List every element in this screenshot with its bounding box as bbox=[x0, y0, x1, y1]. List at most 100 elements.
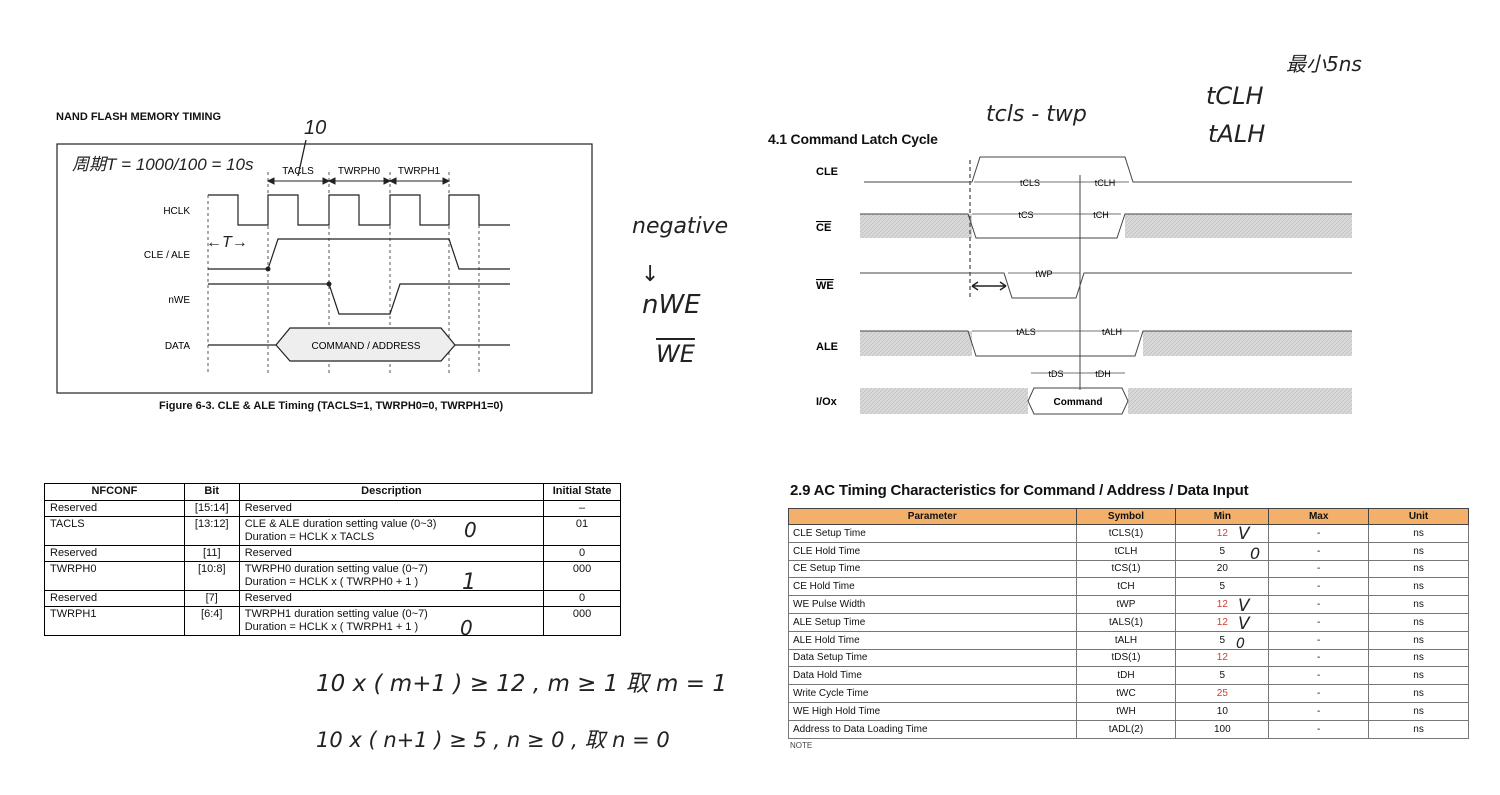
ac-cell-parameter: WE Pulse Width bbox=[788, 595, 1077, 614]
signal-label-we: WE bbox=[816, 280, 834, 292]
ac-header-symbol: Symbol bbox=[1075, 508, 1177, 525]
ac-cell-min: 12 bbox=[1175, 595, 1270, 614]
cle-ale-waveform bbox=[208, 238, 510, 270]
ac-cell-unit: ns bbox=[1368, 559, 1469, 579]
hand-circle-talh: 0 bbox=[1236, 636, 1245, 652]
command-latch-title: 4.1 Command Latch Cycle bbox=[768, 131, 938, 147]
segment-twrph1: TWRPH1 bbox=[398, 166, 441, 177]
ac-cell-max: - bbox=[1268, 524, 1370, 543]
desc-line: CLE & ALE duration setting value (0~3) bbox=[244, 518, 437, 530]
label-tals: tALS bbox=[1016, 327, 1036, 337]
ac-cell-symbol: tCLH bbox=[1075, 541, 1177, 561]
ac-cell-unit: ns bbox=[1368, 612, 1469, 632]
label-talh: tALH bbox=[1102, 327, 1122, 337]
hand-equation-m: 10 x ( m+1 ) ≥ 12 , m ≥ 1 取 m = 1 bbox=[316, 671, 727, 697]
nfconf-header-row: NFCONF Bit Description Initial State bbox=[44, 483, 621, 501]
ac-cell-parameter: CE Hold Time bbox=[788, 577, 1077, 597]
nfconf-header-description: Description bbox=[238, 483, 545, 501]
ac-cell-symbol: tWP bbox=[1075, 595, 1177, 614]
ac-cell-unit: ns bbox=[1368, 648, 1469, 668]
ac-cell-symbol: tCH bbox=[1075, 577, 1177, 597]
ac-cell-max: - bbox=[1268, 541, 1370, 561]
label-tcls: tCLS bbox=[1020, 178, 1040, 188]
nfconf-header-initial: Initial State bbox=[543, 483, 621, 501]
ac-cell-unit: ns bbox=[1368, 701, 1469, 721]
ac-cell-max: - bbox=[1268, 595, 1370, 614]
ac-cell-max: - bbox=[1268, 559, 1370, 579]
ac-header-max: Max bbox=[1268, 508, 1370, 525]
ac-cell-parameter: ALE Setup Time bbox=[788, 612, 1077, 632]
cell-init: – bbox=[543, 500, 621, 517]
cell-bit: [15:14] bbox=[183, 500, 240, 517]
cell-desc: CLE & ALE duration setting value (0~3)Du… bbox=[238, 516, 545, 546]
ac-cell-max: - bbox=[1268, 719, 1370, 739]
ac-cell-symbol: tADL(2) bbox=[1075, 719, 1177, 739]
cell-name: TACLS bbox=[44, 516, 185, 546]
cell-init: 0 bbox=[543, 545, 621, 562]
note-fragment: NOTE bbox=[790, 741, 813, 750]
ac-cell-parameter: CE Setup Time bbox=[788, 559, 1077, 579]
ac-cell-symbol: tDH bbox=[1075, 666, 1177, 686]
table-row: Reserved [7] Reserved 0 bbox=[44, 590, 621, 607]
data-command-address-label: COMMAND / ADDRESS bbox=[312, 341, 421, 352]
cell-init: 000 bbox=[543, 561, 621, 591]
cle-ale-dot bbox=[265, 266, 271, 272]
signal-label-cle-ale: CLE / ALE bbox=[144, 250, 190, 261]
ac-cell-parameter: Data Setup Time bbox=[788, 648, 1077, 668]
cell-bit: [13:12] bbox=[183, 516, 240, 546]
table-row: Reserved [15:14] Reserved – bbox=[44, 500, 621, 517]
ac-cell-symbol: tWH bbox=[1075, 701, 1177, 721]
hand-check-tcls: V bbox=[1238, 524, 1250, 544]
table-row: TACLS [13:12] CLE & ALE duration setting… bbox=[44, 516, 621, 546]
ac-cell-symbol: tCLS(1) bbox=[1075, 524, 1177, 543]
cell-desc: Reserved bbox=[238, 500, 545, 517]
label-twp: tWP bbox=[1036, 269, 1053, 279]
we-waveform bbox=[860, 272, 1352, 299]
io-hatch-right bbox=[1128, 388, 1352, 414]
cell-bit: [11] bbox=[183, 545, 240, 562]
cell-name: Reserved bbox=[44, 590, 185, 607]
hand-we-bar: WE bbox=[656, 340, 695, 368]
ac-cell-max: - bbox=[1268, 577, 1370, 597]
ac-cell-parameter: Data Hold Time bbox=[788, 666, 1077, 686]
ale-hatch-right bbox=[1143, 331, 1352, 356]
cell-name: TWRPH0 bbox=[44, 561, 185, 591]
hand-check-twp: V bbox=[1238, 596, 1250, 616]
segment-arrows bbox=[266, 177, 451, 185]
ac-cell-parameter: WE High Hold Time bbox=[788, 701, 1077, 721]
segment-twrph0: TWRPH0 bbox=[338, 166, 381, 177]
hclk-waveform bbox=[208, 194, 510, 226]
nwe-waveform bbox=[208, 283, 510, 315]
ce-hatch-right bbox=[1125, 214, 1352, 238]
hand-mark-tacls: 0 bbox=[464, 518, 477, 542]
command-latch-diagram: CLE CE WE ALE I/Ox Command tCLS tCLH tCS… bbox=[816, 156, 1352, 415]
ac-cell-max: - bbox=[1268, 684, 1370, 703]
ac-header-row: Parameter Symbol Min Max Unit bbox=[788, 508, 1469, 525]
ac-cell-parameter: CLE Hold Time bbox=[788, 541, 1077, 561]
ac-cell-parameter: Write Cycle Time bbox=[788, 684, 1077, 703]
cell-init: 0 bbox=[543, 590, 621, 607]
desc-line: Duration = HCLK x ( TWRPH0 + 1 ) bbox=[244, 576, 419, 588]
label-tcs: tCS bbox=[1018, 210, 1033, 220]
cell-desc: TWRPH0 duration setting value (0~7)Durat… bbox=[238, 561, 545, 591]
ac-cell-min: 25 bbox=[1175, 684, 1270, 703]
nwe-dot bbox=[326, 281, 332, 287]
nfconf-table-clip: NFCONF Bit Description Initial State Res… bbox=[40, 480, 630, 647]
hand-negative: negative bbox=[632, 214, 729, 239]
signal-label-hclk: HCLK bbox=[163, 206, 190, 217]
ac-cell-unit: ns bbox=[1368, 719, 1469, 739]
figure-caption: Figure 6-3. CLE & ALE Timing (TACLS=1, T… bbox=[159, 400, 504, 412]
cell-desc: TWRPH1 duration setting value (0~7)Durat… bbox=[238, 606, 545, 636]
hand-ten-arrow bbox=[297, 139, 307, 177]
ac-header-unit: Unit bbox=[1368, 508, 1469, 525]
diagram-frame bbox=[56, 143, 593, 394]
ce-hatch-left bbox=[860, 214, 972, 238]
ac-cell-symbol: tDS(1) bbox=[1075, 648, 1177, 668]
signal-label-ale: ALE bbox=[816, 341, 838, 353]
ac-cell-min: 5 bbox=[1175, 630, 1270, 650]
